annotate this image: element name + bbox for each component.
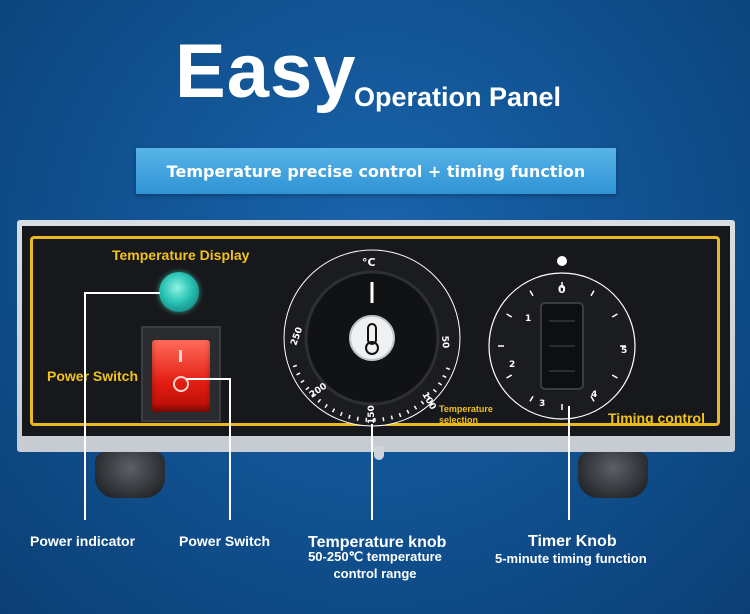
device-foot-left xyxy=(95,452,165,498)
temperature-display-indicator xyxy=(159,272,199,312)
page-title: Easy xyxy=(175,29,357,114)
temp-tick xyxy=(398,412,402,418)
timer-tick xyxy=(611,313,618,318)
temp-tick xyxy=(442,374,447,379)
callout-timer-knob-desc: 5-minute timing function xyxy=(495,551,647,566)
device-screw xyxy=(374,446,384,460)
power-switch-panel-label: Power Switch xyxy=(47,368,139,384)
timer-scale-label: 1 xyxy=(525,314,531,324)
temperature-knob-svg: °C 250 200 150 100 50 xyxy=(283,249,461,427)
switch-off-mark xyxy=(173,376,189,392)
temp-tick xyxy=(317,398,322,403)
temp-tick xyxy=(406,409,410,414)
temp-scale-label: 50 xyxy=(439,335,450,348)
callout-temperature-knob-title: Temperature knob xyxy=(308,534,447,551)
timer-scale-label: 3 xyxy=(539,399,545,409)
temp-tick xyxy=(339,411,343,417)
temp-tick xyxy=(390,415,394,420)
timer-tick xyxy=(529,290,534,297)
temp-tick xyxy=(324,403,328,409)
power-switch[interactable] xyxy=(152,340,210,412)
timer-reference-dot xyxy=(557,256,567,266)
temp-tick xyxy=(437,382,443,386)
timing-control-label: Timing control xyxy=(608,410,705,426)
temp-tick xyxy=(348,414,351,419)
timer-tick xyxy=(590,290,595,297)
temp-unit-mark: °C xyxy=(362,256,376,269)
thermometer-icon-bg xyxy=(349,315,395,361)
callout-power-indicator: Power indicator xyxy=(30,533,136,549)
timer-tick xyxy=(590,395,595,402)
timer-tick xyxy=(529,395,534,402)
timer-scale-label: 4 xyxy=(591,390,597,400)
temp-tick xyxy=(331,408,336,413)
temp-tick xyxy=(382,417,385,422)
page-subtitle: Operation Panel xyxy=(354,82,562,112)
temp-tick xyxy=(413,405,418,410)
temp-tick xyxy=(432,388,437,393)
switch-on-mark xyxy=(179,350,182,362)
temperature-scale-ticks xyxy=(292,364,451,422)
temp-tick xyxy=(292,364,298,368)
temp-tick xyxy=(356,416,359,421)
temp-tick xyxy=(300,379,305,384)
callout-line-temperature-knob xyxy=(371,424,373,520)
timer-scale-label: 5 xyxy=(621,346,627,356)
temp-tick xyxy=(296,372,301,376)
temp-scale-label: 150 xyxy=(367,405,377,424)
temperature-display-label: Temperature Display xyxy=(112,247,250,263)
timer-knob-svg: 0 1 2 3 4 5 xyxy=(488,272,636,420)
timer-scale-label: 0 xyxy=(558,283,566,296)
callout-line-power-indicator-h xyxy=(84,292,160,294)
thermometer-icon xyxy=(367,323,377,345)
timer-scale-label: 2 xyxy=(509,360,515,370)
callout-power-switch: Power Switch xyxy=(179,533,271,549)
timer-tick xyxy=(506,313,513,318)
feature-banner: Temperature precise control + timing fun… xyxy=(136,148,616,194)
callout-line-power-switch xyxy=(229,378,231,520)
temperature-selection-label: Temperature selection xyxy=(439,404,493,425)
timer-scale-ticks xyxy=(498,282,626,410)
temp-tick xyxy=(445,367,451,371)
device-foot-right xyxy=(578,452,648,498)
callout-line-power-switch-h xyxy=(186,378,231,380)
temp-tick xyxy=(420,400,425,405)
temp-tick xyxy=(305,386,310,391)
timer-tick xyxy=(611,374,618,379)
callout-timer-knob-title: Timer Knob xyxy=(528,533,617,550)
callout-line-timer-knob xyxy=(568,406,570,520)
callout-line-power-indicator xyxy=(84,292,86,520)
callout-temperature-knob-desc: 50-250℃ temperature control range xyxy=(308,549,442,581)
temp-tick xyxy=(427,395,431,399)
temp-tick xyxy=(311,393,315,397)
timer-tick xyxy=(506,374,513,379)
